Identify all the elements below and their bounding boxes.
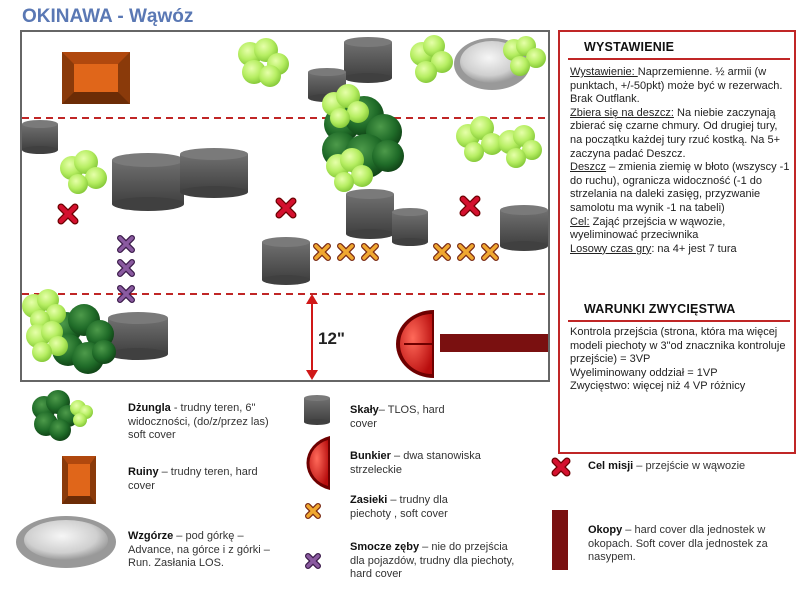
barbed-wire-legend-icon bbox=[305, 503, 321, 519]
ruins-legend-icon bbox=[62, 456, 96, 504]
jungle-legend-icon bbox=[32, 390, 93, 441]
bunker-legend-icon bbox=[306, 436, 330, 490]
distance-label: 12" bbox=[318, 329, 345, 348]
setup-line: Losowy czas gry: na 4+ jest 7 tura bbox=[570, 242, 737, 255]
setup-heading: WYSTAWIENIE bbox=[584, 40, 675, 54]
setup-line: Cel: Zająć przejścia w wąwozie, wyelimin… bbox=[570, 215, 726, 242]
ruins-terrain bbox=[62, 52, 130, 104]
dragon-teeth-markers bbox=[117, 235, 135, 303]
battlefield-map: 12" bbox=[20, 30, 550, 382]
objective-markers bbox=[57, 195, 481, 225]
legend-trench: Okopy – hard cover dla jednostek w okopa… bbox=[588, 524, 768, 563]
distance-measure bbox=[306, 294, 318, 380]
scenario-panel: WYSTAWIENIE Wystawienie: Naprzemienne. ½… bbox=[558, 30, 796, 454]
legend-dragon-teeth: Smocze zęby – nie do przejścia dla pojaz… bbox=[350, 541, 515, 580]
victory-text: Kontrola przejścia (strona, która ma wię… bbox=[570, 326, 792, 394]
victory-line: Wyeliminowany oddział = 1VP bbox=[570, 366, 718, 379]
victory-rule bbox=[568, 320, 790, 322]
setup-line: Zbiera się na deszcz: Na niebie zaczynaj… bbox=[570, 106, 781, 160]
barbed-wire-markers bbox=[313, 243, 499, 261]
trench-terrain bbox=[440, 334, 548, 352]
legend-hill: Wzgórze – pod górkę – Advance, na górce … bbox=[128, 530, 270, 569]
legend-bunker: Bunkier – dwa stanowiska strzeleckie bbox=[350, 450, 481, 476]
legend-ruins: Ruiny – trudny teren, hard cover bbox=[128, 466, 258, 492]
hill-legend-icon bbox=[16, 516, 116, 568]
legend-barbed-wire: Zasieki – trudny dla piechoty , soft cov… bbox=[350, 494, 448, 520]
trench-legend-icon bbox=[552, 510, 568, 570]
rock-terrain bbox=[22, 37, 548, 360]
setup-rule bbox=[568, 58, 790, 60]
bush-terrain bbox=[22, 35, 546, 362]
rock-legend-icon bbox=[304, 395, 330, 425]
setup-text: Wystawienie: Naprzemienne. ½ armii (w pu… bbox=[570, 66, 792, 256]
legend-rocks: Skały– TLOS, hard cover bbox=[350, 404, 445, 430]
map-title: OKINAWA - Wąwóz bbox=[22, 6, 194, 27]
setup-line: Wystawienie: Naprzemienne. ½ armii (w pu… bbox=[570, 66, 783, 106]
legend-jungle: Dżungla - trudny teren, 6" widoczności, … bbox=[128, 402, 269, 441]
bunker-terrain bbox=[396, 310, 434, 378]
battlefield-svg: 12" bbox=[22, 35, 548, 380]
dragon-teeth-legend-icon bbox=[305, 553, 321, 569]
victory-heading: WARUNKI ZWYCIĘSTWA bbox=[584, 302, 736, 316]
victory-line: Zwycięstwo: więcej niż 4 VP różnicy bbox=[570, 380, 746, 393]
setup-line: Deszcz – zmienia ziemię w błoto (wszyscy… bbox=[570, 161, 790, 214]
victory-line: Kontrola przejścia (strona, która ma wię… bbox=[570, 326, 786, 366]
legend-objective: Cel misji – przejście w wąwozie bbox=[588, 460, 746, 472]
objective-legend-icon bbox=[551, 457, 571, 477]
